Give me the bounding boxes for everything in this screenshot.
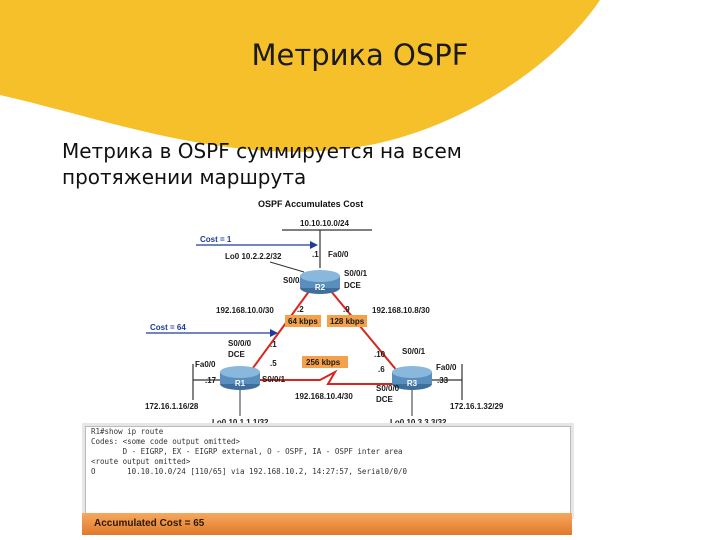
- link-r2-r3: [329, 289, 399, 373]
- bw64-label: 64 kbps: [288, 317, 318, 326]
- r3-dce-label: DCE: [376, 395, 394, 404]
- r1-s000-label: S0/0/0: [228, 339, 252, 348]
- r1-s001-label: S0/0/1: [262, 375, 286, 384]
- r2-name: R2: [315, 283, 326, 292]
- r3-s000-label: S0/0/0: [376, 384, 400, 393]
- link-r1-r2: [249, 289, 311, 373]
- r3-name: R3: [407, 379, 418, 388]
- r2-dce-label: DCE: [344, 281, 362, 290]
- r2-fa-label: Fa0/0: [328, 250, 349, 259]
- bw128-box: [327, 315, 367, 327]
- net-top-label: 10.10.10.0/24: [300, 219, 349, 228]
- terminal-output: R1#show ip route Codes: <some code outpu…: [85, 426, 571, 516]
- bw64-box: [285, 315, 321, 327]
- bw256-box: [302, 356, 348, 368]
- net-right-label: 192.168.10.8/30: [372, 306, 430, 315]
- terminal-line: Codes: <some code output omitted>: [91, 437, 241, 446]
- cost64-arrow-head: [270, 329, 278, 337]
- router-r3: R3: [392, 366, 432, 390]
- r2-lo-pointer: [269, 261, 305, 273]
- r1-loopback-label: Lo0 10.1.1.1/32: [212, 418, 269, 427]
- r2-s000-label: S0/0/0: [283, 276, 307, 285]
- cost64-label: Cost = 64: [150, 323, 186, 332]
- net-r3-lan-label: 172.16.1.32/29: [450, 402, 504, 411]
- accumulated-cost-bar: Accumulated Cost = 65: [82, 513, 572, 535]
- r1-dot17-label: .17: [205, 376, 217, 385]
- r3-loopback-label: Lo0 10.3.3.3/32: [390, 418, 447, 427]
- terminal-line: R1#show ip route: [91, 427, 164, 436]
- bw256-label: 256 kbps: [306, 358, 341, 367]
- router-r1: R1: [220, 366, 260, 390]
- r1-dce-label: DCE: [228, 350, 246, 359]
- link-r1-r3: [258, 369, 398, 385]
- diagram-title: OSPF Accumulates Cost: [258, 199, 363, 209]
- r1-dot1-label: .1: [270, 340, 277, 349]
- r3-fa-label: Fa0/0: [436, 363, 457, 372]
- bw128-label: 128 kbps: [330, 317, 365, 326]
- dot2-label: .2: [297, 305, 304, 314]
- dot9-label: .9: [343, 305, 350, 314]
- r1-fa-label: Fa0/0: [195, 360, 216, 369]
- cost1-label: Cost = 1: [200, 235, 232, 244]
- r2-s001-label: S0/0/1: [344, 269, 368, 278]
- slide-body-text: Метрика в OSPF суммируется на всем протя…: [62, 139, 462, 189]
- router-r2: R2: [300, 270, 340, 294]
- r3-dot10-label: .10: [374, 350, 386, 359]
- slide-title: Метрика OSPF: [251, 38, 469, 72]
- r3-dot33-label: .33: [437, 376, 449, 385]
- r1-name: R1: [235, 379, 246, 388]
- cost1-arrow-head: [310, 241, 318, 249]
- r1-dot5-label: .5: [270, 359, 277, 368]
- net-left-label: 192.168.10.0/30: [216, 306, 274, 315]
- r3-s001-label: S0/0/1: [402, 347, 426, 356]
- terminal-line: D - EIGRP, EX - EIGRP external, O - OSPF…: [91, 447, 403, 456]
- terminal-line: O 10.10.10.0/24 [110/65] via 192.168.10.…: [91, 467, 408, 476]
- net-bottom-label: 192.168.10.4/30: [295, 392, 353, 401]
- r3-dot6-label: .6: [378, 365, 385, 374]
- net-r1-lan-label: 172.16.1.16/28: [145, 402, 199, 411]
- r2-dot1: .1: [312, 250, 319, 259]
- accumulated-cost-label: Accumulated Cost = 65: [94, 518, 205, 529]
- terminal-line: <route output omitted>: [91, 457, 191, 466]
- r2-loopback-label: Lo0 10.2.2.2/32: [225, 252, 282, 261]
